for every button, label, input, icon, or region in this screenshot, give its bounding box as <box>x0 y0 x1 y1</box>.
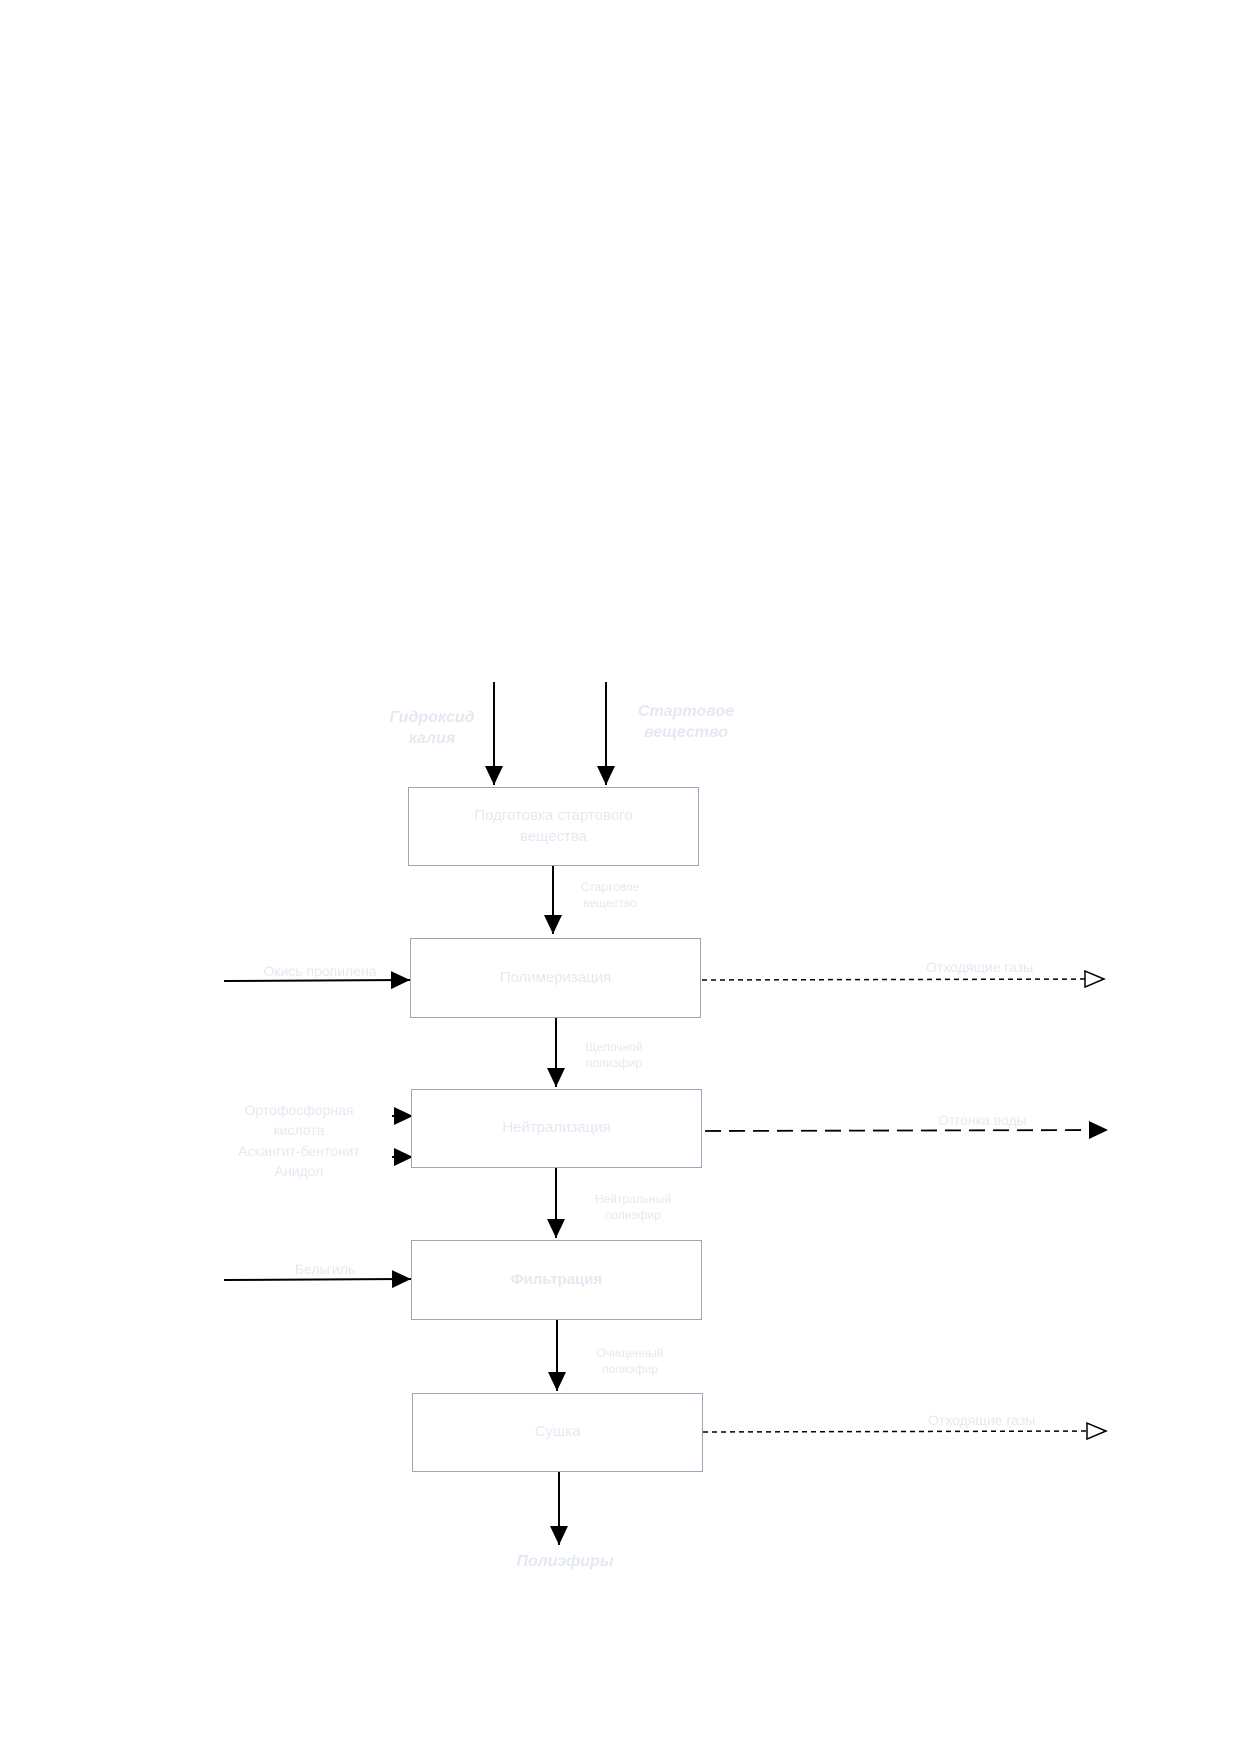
process-label: Полимеризация <box>499 968 612 986</box>
process-label: Подготовка стартового вещества <box>474 807 633 845</box>
process-label: Нейтрализация <box>502 1119 611 1137</box>
process-box-neutralization: Нейтрализация <box>411 1089 702 1168</box>
process-box-polymerization: Полимеризация <box>410 938 701 1018</box>
flow-label-4: Очищенный полиэфир <box>596 1346 664 1376</box>
process-box-filtration: Фильтрация <box>411 1240 702 1320</box>
process-label: Фильтрация <box>510 1270 603 1288</box>
side-output-label-neutralization: Отгонка воды <box>938 1112 1027 1128</box>
process-label: Сушка <box>534 1423 581 1441</box>
input-label-starter: Стартовое вещество <box>637 703 735 741</box>
flow-label-3: Нейтральный полиэфир <box>594 1192 672 1222</box>
side-output-label-drying: Отходящие газы <box>928 1412 1036 1428</box>
process-box-drying: Сушка <box>412 1393 703 1472</box>
side-input-label-neutralization: Ортофосфорная кислота Аскангит-бентонит … <box>238 1102 360 1179</box>
input-label-potassium-hydroxide: Гидроксид калия <box>389 709 475 747</box>
flow-label-2: Щелочной полиэфир <box>585 1040 643 1070</box>
arrow-propylene-oxide-in <box>223 971 411 990</box>
final-output-label: Полиэфиры <box>516 1553 614 1570</box>
side-input-label-filtration: Бельгиль <box>294 1261 356 1277</box>
arrow-water-removal <box>704 1121 1109 1140</box>
arrow-offgas-polymerization <box>701 979 1104 980</box>
arrow-filter-aid-in <box>223 1270 412 1289</box>
process-box-starter-preparation: Подготовка стартового вещества <box>408 787 699 866</box>
side-output-label-polymerization: Отходящие газы <box>926 959 1034 975</box>
flow-label-1: Стартовое вещество <box>580 880 640 910</box>
arrow-offgas-drying <box>702 1431 1106 1432</box>
side-input-label-propylene-oxide: Окись пропилена <box>263 963 377 979</box>
